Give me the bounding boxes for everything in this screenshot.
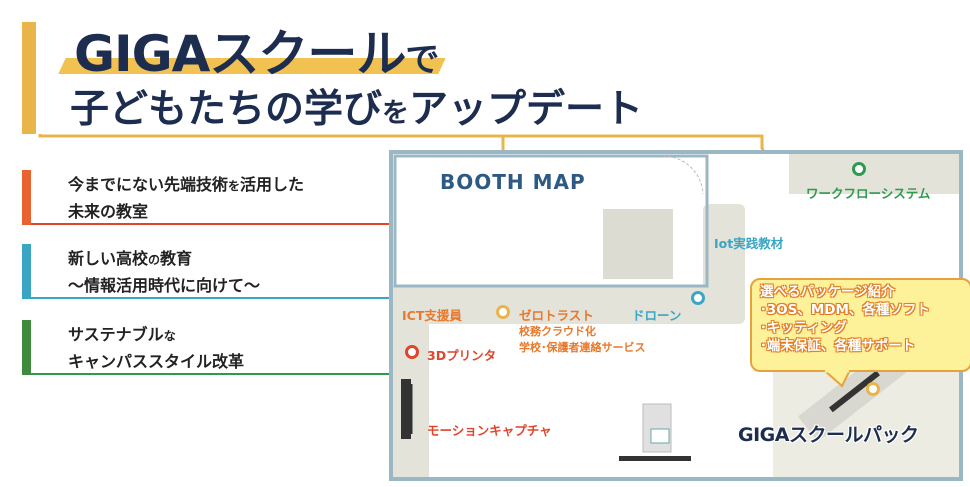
callout-heading: 選べるパッケージ紹介: [760, 284, 895, 300]
drone-label: ドローン: [632, 308, 682, 323]
category2-color-bar: [22, 244, 31, 299]
category1-line1b: を: [228, 179, 241, 193]
inner-room: [393, 154, 709, 288]
podium-box: [650, 428, 670, 444]
title-particle-wo: を: [382, 98, 410, 129]
floor-top-right: [789, 154, 959, 194]
page-title-line1: GIGAスクールで: [74, 14, 439, 86]
printer-pin[interactable]: [405, 345, 419, 359]
category1-text: 今までにない先端技術を活用した 未来の教室: [68, 172, 304, 224]
title-particle: で: [405, 40, 439, 80]
category3-color-bar: [22, 320, 31, 375]
category1-line1c: 活用した: [240, 175, 305, 194]
category3-line2: キャンパススタイル改革: [68, 352, 245, 371]
printer-label: 3Dプリンタ: [427, 348, 497, 363]
zerotrust-sub2: 学校･保護者連絡サービス: [519, 341, 646, 354]
category3-line1b: な: [163, 329, 176, 343]
category2-line1b: の: [148, 253, 161, 267]
package-callout-text: 選べるパッケージ紹介 ･3OS、MDM、各種ソフト ･キッティング ･端末保証、…: [760, 283, 930, 355]
left-screen: [401, 379, 411, 439]
floor-column: [703, 204, 745, 324]
category2-line1a: 新しい高校: [68, 249, 149, 268]
drone-pin[interactable]: [691, 291, 705, 305]
giga-pack-pin[interactable]: [866, 382, 880, 396]
category1-line2: 未来の教室: [68, 202, 149, 221]
podium-base: [619, 456, 691, 461]
floor-corridor: [393, 286, 713, 324]
giga-pack-label: GIGAスクールパック: [738, 424, 919, 446]
workflow-label: ワークフローシステム: [806, 186, 931, 201]
zerotrust-label: ゼロトラスト: [519, 308, 594, 323]
callout-item: ･キッティング: [760, 320, 847, 336]
door-arc: [662, 155, 704, 195]
ict-label: ICT支援員: [402, 308, 462, 323]
zerotrust-pin[interactable]: [496, 305, 510, 319]
category1-color-bar: [22, 170, 31, 225]
zerotrust-sub1: 校務クラウド化: [519, 325, 596, 338]
iot-label: Iot実践教材: [714, 236, 784, 251]
title-accent-bar: [22, 22, 36, 134]
callout-item: ･端末保証、各種サポート: [760, 338, 916, 354]
title-part2: アップデート: [409, 87, 644, 132]
category2-line2: 〜情報活用時代に向けて〜: [68, 276, 261, 295]
package-callout: [750, 278, 970, 372]
page-title-line2: 子どもたちの学びをアップデート: [70, 78, 643, 134]
category1-line1a: 今までにない先端技術: [68, 175, 229, 194]
callout-item: ･3OS、MDM、各種ソフト: [760, 302, 930, 318]
category2-text: 新しい高校の教育 〜情報活用時代に向けて〜: [68, 246, 260, 298]
category3-text: サステナブルな キャンパススタイル改革: [68, 322, 244, 374]
category2-line1c: 教育: [160, 249, 193, 268]
floor-block: [603, 209, 673, 279]
motion-capture-label: モーションキャプチャ: [427, 423, 552, 438]
callout-tail: [822, 370, 852, 388]
title-main: GIGAスクール: [74, 25, 406, 83]
category3-line1a: サステナブル: [68, 325, 164, 344]
map-title: BOOTH MAP: [440, 170, 586, 194]
title-part1: 子どもたちの学び: [70, 87, 383, 132]
podium: [642, 403, 672, 453]
workflow-pin[interactable]: [852, 162, 866, 176]
